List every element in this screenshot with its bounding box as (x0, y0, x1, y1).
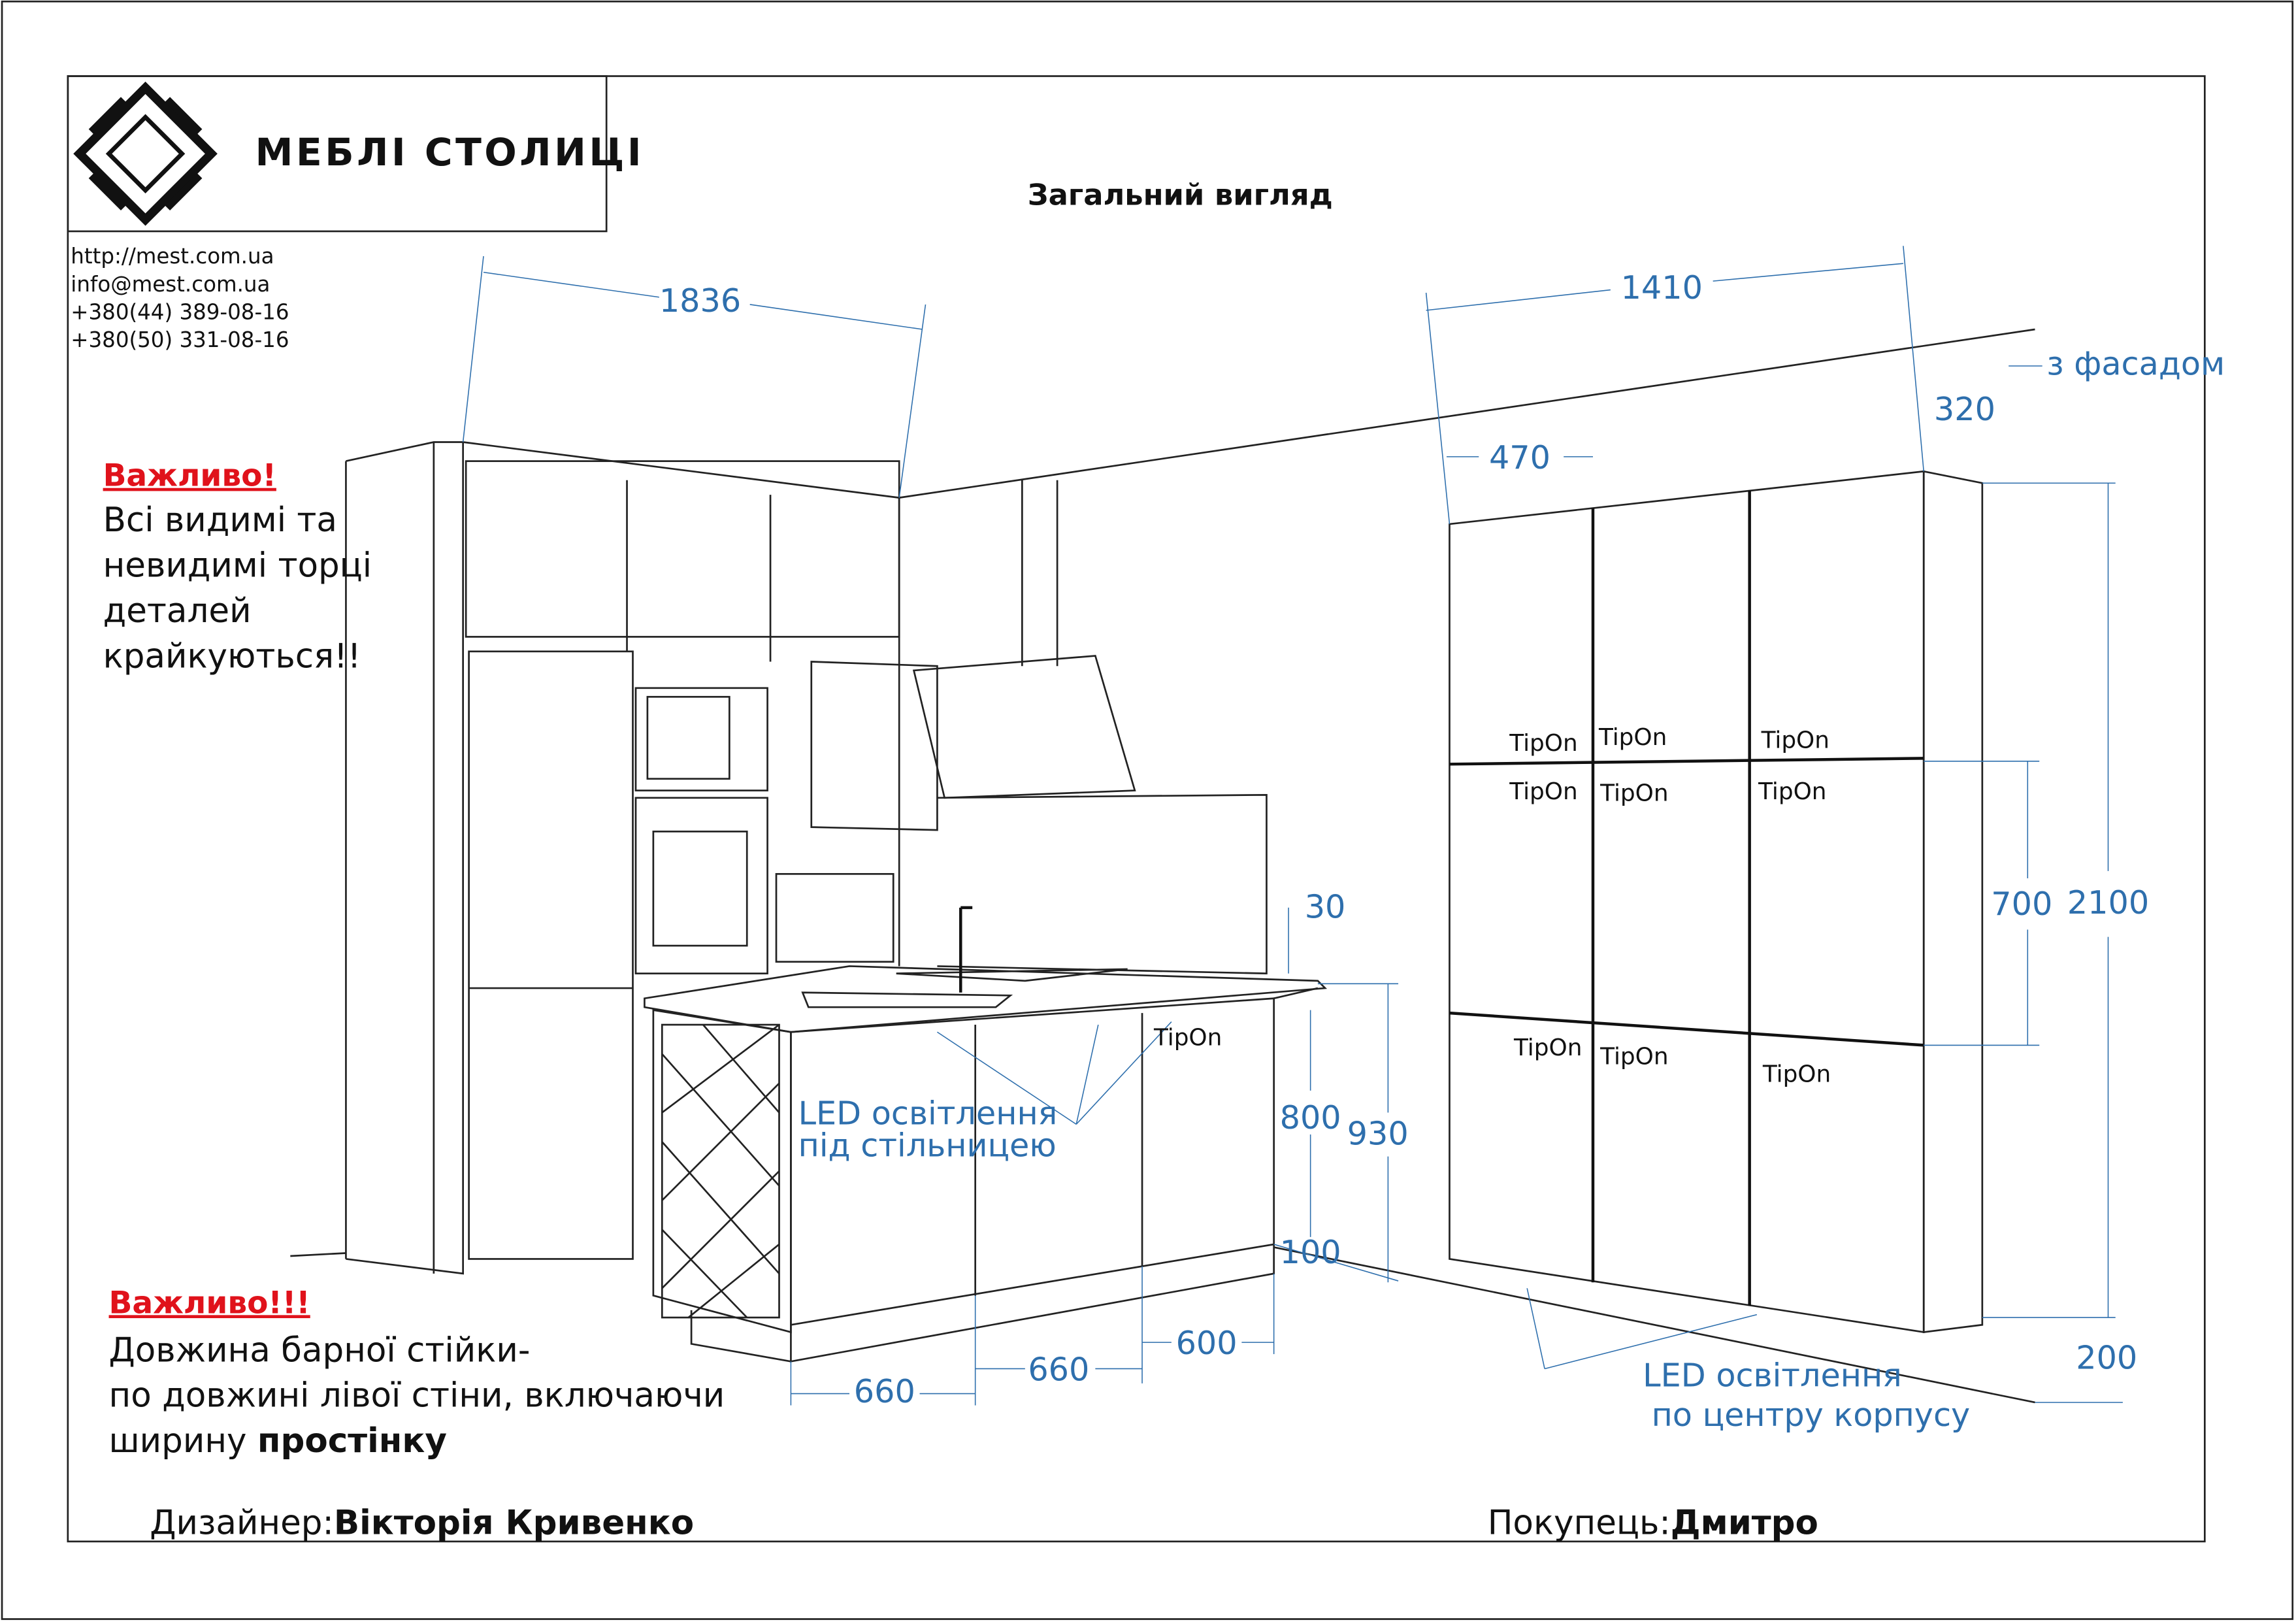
contact-email: info@mest.com.ua (71, 272, 270, 297)
drawing-frame (67, 75, 2206, 1543)
tipon-label: TipOn (1761, 727, 1829, 754)
led-wardrobe-label-2: по центру корпусу (1652, 1396, 1971, 1434)
note2-heading: Важливо!!! (109, 1285, 310, 1321)
dim-module-width: 470 (1489, 439, 1550, 476)
note1-heading: Важливо! (103, 458, 276, 494)
dim-counter-thickness: 30 (1305, 888, 1346, 926)
logo-box (67, 75, 608, 233)
dim-200: 200 (2076, 1338, 2137, 1376)
dim-930: 930 (1347, 1115, 1409, 1153)
page-title: Загальний вигляд (1028, 178, 1333, 212)
designer-field: Дизайнер:Вікторія Кривенко (150, 1504, 694, 1543)
note1-line: Всі видимі та (103, 501, 337, 540)
led-counter-label-1: LED освітлення (798, 1094, 1058, 1132)
tipon-label: TipOn (1762, 1061, 1831, 1087)
note2-line3-prefix: ширину (109, 1421, 257, 1461)
tipon-label: TipOn (1599, 780, 1668, 806)
contact-website: http://mest.com.ua (71, 244, 274, 269)
dim-800: 800 (1280, 1099, 1341, 1136)
logo-text: МЕБЛІ СТОЛИЦІ (255, 130, 644, 174)
tipon-label: TipOn (1598, 724, 1667, 751)
dimension-lines (462, 246, 2123, 1406)
note2-line3-bold: простінку (257, 1421, 447, 1461)
dim-module-height: 700 (1991, 885, 2052, 923)
client-name: Дмитро (1671, 1504, 1818, 1543)
tipon-label: TipOn (1509, 730, 1577, 757)
tipon-label: TipOn (1509, 778, 1577, 805)
contact-phone-2: +380(50) 331-08-16 (71, 327, 289, 352)
led-counter-label-2: під стільницею (798, 1127, 1057, 1165)
kitchen-left-drawing (290, 328, 2035, 1363)
dim-left-width: 1836 (659, 282, 741, 320)
dim-height-total: 2100 (2067, 884, 2149, 921)
contact-phone-1: +380(44) 389-08-16 (71, 299, 289, 324)
dim-depth-note: з фасадом (2046, 344, 2225, 382)
company-logo-icon (73, 81, 218, 226)
dim-right-width: 1410 (1621, 269, 1703, 306)
tipon-label: TipOn (1513, 1034, 1582, 1061)
client-label: Покупець: (1488, 1504, 1671, 1543)
dim-plinth: 100 (1280, 1233, 1341, 1271)
note1-line: крайкуються!! (103, 637, 361, 676)
dim-660-left: 660 (854, 1372, 915, 1410)
note2-line: Довжина барної стійки- (109, 1331, 531, 1370)
designer-label: Дизайнер: (150, 1504, 334, 1543)
dim-600: 600 (1176, 1324, 1238, 1362)
tipon-label: TipOn (1758, 778, 1826, 805)
note1-line: деталей (103, 591, 252, 631)
note1-line: невидимі торці (103, 546, 372, 586)
designer-name: Вікторія Кривенко (334, 1504, 694, 1543)
note2-line: ширину простінку (109, 1421, 447, 1461)
client-field: Покупець:Дмитро (1488, 1504, 1818, 1543)
tipon-label: TipOn (1153, 1024, 1222, 1051)
dim-660-middle: 660 (1028, 1350, 1089, 1388)
tipon-label: TipOn (1599, 1044, 1668, 1070)
led-wardrobe-label-1: LED освітлення (1643, 1356, 1902, 1394)
dim-depth: 320 (1934, 390, 1995, 428)
note2-line: по довжині лівої стіни, включаючи (109, 1376, 725, 1415)
